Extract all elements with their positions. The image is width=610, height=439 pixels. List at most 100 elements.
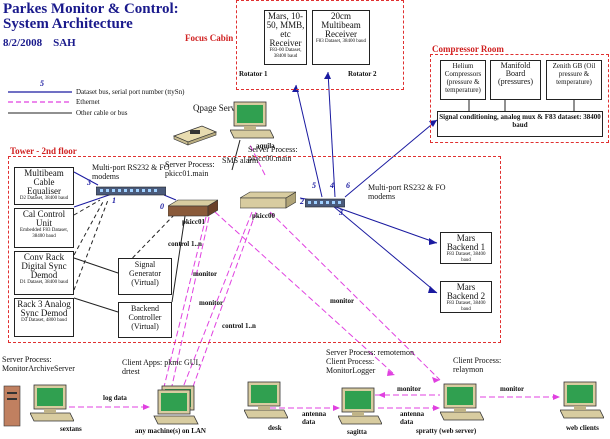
sagitta-computer-icon (338, 386, 382, 428)
multiport-modem-right (305, 197, 345, 209)
rotator1-label: Rotator 1 (239, 70, 268, 78)
control-label-a: control 1..n (168, 240, 202, 248)
multiport-right-label: Multi-port RS232 & FO modems (368, 183, 446, 201)
conv-rack-box: Conv Rack Digital Sync Demod D1 Dataset,… (14, 251, 74, 295)
sextans-computer-icon (30, 383, 74, 425)
pkicc01-label: pkicc01 (182, 218, 205, 226)
legend-ethernet: Ethernet (76, 98, 100, 106)
mars-be2-sub: F83 Dataset, 38400 baud (446, 301, 486, 312)
desk-computer-icon (244, 380, 288, 422)
multibeam-eq-sub: D2 Dataset, 38400 baud (19, 196, 69, 201)
tower-label: Tower - 2nd floor (10, 146, 77, 156)
manifold-text: Manifold Board (pressures) (497, 61, 534, 86)
conv-rack-title: Conv Rack Digital Sync Demod (21, 252, 67, 280)
monitor-label-a: monitor (193, 270, 218, 278)
signal-conditioning-box: Signal conditioning, analog mux & F83 da… (437, 111, 603, 137)
port-4: 4 (330, 181, 334, 190)
any-machine-computer-icon (150, 384, 202, 426)
mars-be1-sub: F83 Dataset, 38400 baud (446, 252, 486, 263)
web-clients-computer-icon (560, 380, 604, 422)
relaymon-label: Client Process: relaymon (453, 356, 502, 374)
remotemon-label: Server Process: remotemon Client Process… (326, 348, 414, 375)
server-pkicc01-label: Server Process: pkicc01.main (165, 160, 215, 178)
control-label-b: control 1..n (222, 322, 256, 330)
zenith-text: Zenith GB (Oil pressure & temperature) (552, 62, 596, 86)
pkicc00-label: pkicc00 (252, 212, 275, 220)
multiport-modem-left (96, 185, 166, 197)
backend-controller-text: Backend Controller (Virtual) (128, 304, 162, 331)
spratty-label: spratty (web server) (416, 427, 477, 435)
port-2: 2 (300, 197, 304, 206)
signal-generator-text: Signal Generator (Virtual) (129, 260, 161, 287)
port-0: 0 (160, 202, 164, 211)
rack3-box: Rack 3 Analog Sync Demod D3 Dataset, 480… (14, 298, 74, 337)
spratty-computer-icon (440, 382, 484, 424)
port-3b: 3 (339, 208, 343, 217)
monitor-label-e: monitor (500, 385, 525, 393)
sms-label: SMS alarm (222, 156, 259, 165)
archive-server-label: Server Process: MonitorArchiveServer (2, 355, 75, 373)
pkicc01-computer-icon (168, 198, 218, 218)
conv-rack-sub: D1 Dataset, 38400 baud (19, 280, 69, 285)
signal-generator-box: Signal Generator (Virtual) (118, 258, 172, 295)
multibeam-eq-title: Multibeam Cable Equaliser (24, 168, 64, 196)
cal-control-title: Cal Control Unit (22, 209, 66, 228)
client-apps-label: Client Apps: pkmc GUI, drtest (122, 358, 201, 376)
rack3-title: Rack 3 Analog Sync Demod (17, 299, 71, 318)
monitor-label-c: monitor (330, 297, 355, 305)
web-clients-label: web clients (566, 424, 599, 432)
diagram-title: Parkes Monitor & Control: System Archite… (3, 2, 179, 32)
multibeam-receiver-sub: F83 Dataset, 38400 baud (316, 39, 366, 44)
author: SAH (53, 37, 76, 49)
sagitta-label: sagitta (347, 428, 367, 436)
multiport-left-label: Multi-port RS232 & FO modems (92, 163, 170, 181)
port-3: 3 (87, 178, 91, 187)
sextans-label: sextans (60, 425, 82, 433)
rack3-sub: D3 Dataset, 4800 baud (21, 318, 67, 323)
tower-region (8, 156, 501, 343)
date-author: 8/2/2008 SAH (3, 37, 76, 49)
helium-box: Helium Compressors (pressure & temperatu… (440, 60, 486, 100)
fax-icon (172, 122, 218, 146)
mars-backend1-box: Mars Backend 1 F83 Dataset, 38400 baud (440, 232, 492, 264)
desk-label: desk (268, 424, 282, 432)
legend-other: Other cable or bus (76, 109, 128, 117)
port-6: 6 (346, 181, 350, 190)
monitor-label-b: monitor (199, 299, 224, 307)
monitor-label-d: monitor (397, 385, 422, 393)
aquila-label: aquila (256, 142, 275, 150)
any-machine-label: any machine(s) on LAN (135, 427, 206, 435)
port-5: 5 (312, 181, 316, 190)
multibeam-receiver-box: 20cm Multibeam Receiver F83 Dataset, 384… (312, 10, 370, 65)
antenna-data-label-b: antenna data (400, 410, 425, 426)
antenna-data-label-a: antenna data (302, 410, 327, 426)
signal-conditioning-text: Signal conditioning, analog mux & F83 da… (439, 113, 601, 129)
zenith-box: Zenith GB (Oil pressure & temperature) (546, 60, 602, 100)
legend-sample-number: 5 (40, 79, 44, 88)
focus-cabin-region (236, 0, 404, 90)
focus-cabin-label: Focus Cabin (185, 33, 234, 43)
mars-be1-title: Mars Backend 1 (446, 233, 486, 252)
port-1: 1 (112, 196, 116, 205)
mars-be2-title: Mars Backend 2 (446, 282, 486, 301)
manifold-box: Manifold Board (pressures) (490, 60, 541, 100)
title-line2: System Architecture (3, 16, 133, 32)
multibeam-receiver-title: 20cm Multibeam Receiver (321, 11, 361, 39)
mars-receiver-title: Mars, 10-50, MMB, etc Receiver (266, 11, 305, 48)
pkicc00-computer-icon (240, 190, 296, 210)
cal-control-box: Cal Control Unit Embedded F83 Dataset, 3… (14, 208, 74, 248)
mars-backend2-box: Mars Backend 2 F83 Dataset, 38400 baud (440, 281, 492, 313)
legend-dataset: Dataset bus, serial port number (ttySn) (76, 88, 185, 96)
cal-control-sub: Embedded F83 Dataset, 38400 baud (20, 228, 68, 239)
server-pkicc00-label: Server Process: pkicc00.main (248, 145, 298, 163)
log-data-label: log data (103, 394, 127, 402)
multibeam-equaliser-box: Multibeam Cable Equaliser D2 Dataset, 38… (14, 167, 74, 205)
aquila-computer-icon (230, 100, 274, 142)
rotator2-label: Rotator 2 (348, 70, 377, 78)
title-line1: Parkes Monitor & Control: (3, 1, 179, 17)
helium-text: Helium Compressors (pressure & temperatu… (444, 62, 482, 94)
mars-receiver-sub: F83-00 Dataset, 38400 baud (269, 48, 302, 59)
mars-receiver-box: Mars, 10-50, MMB, etc Receiver F83-00 Da… (264, 10, 307, 65)
archive-tower-icon (2, 384, 22, 428)
